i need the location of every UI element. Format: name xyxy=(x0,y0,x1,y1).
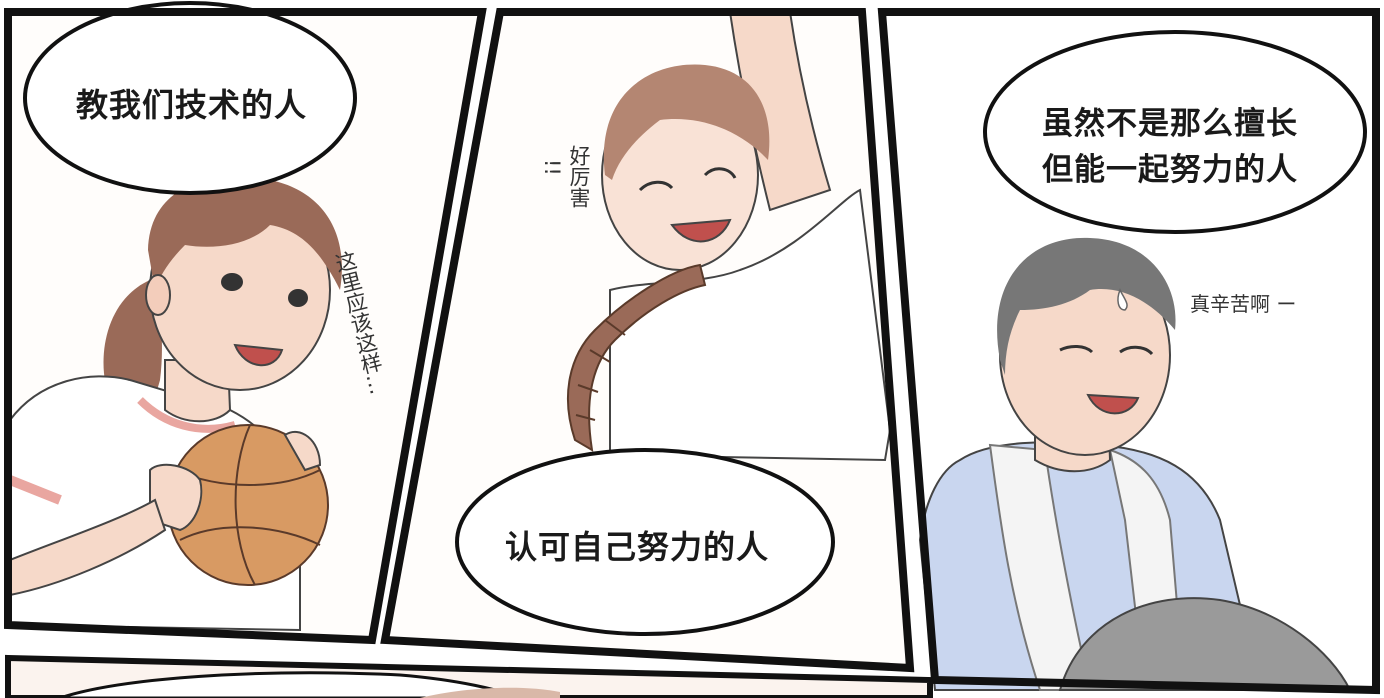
exclaim-marks: !! xyxy=(540,159,564,176)
bubble-text-recognize: 认可自己努力的人 xyxy=(505,528,770,566)
speech-bubble-left xyxy=(23,1,357,195)
panel-left xyxy=(4,1,487,645)
panel-right xyxy=(877,8,1380,695)
exclaim-text-awesome: 好厉害 !! xyxy=(540,145,594,208)
girl-with-braid xyxy=(566,11,892,462)
panel-middle xyxy=(380,8,915,673)
girl-with-towel xyxy=(918,237,1352,691)
basketball xyxy=(167,424,329,586)
girl-with-basketball xyxy=(8,176,342,632)
speech-bubble-right xyxy=(983,30,1367,234)
bubble-text-right-line2: 但能一起努力的人 xyxy=(1042,152,1298,188)
side-text-tired: 真辛苦啊 ー xyxy=(1190,292,1297,316)
speech-bubble-middle xyxy=(455,448,835,636)
bubble-text-teach: 教我们技术的人 xyxy=(76,86,308,124)
exclaim-word: 好厉害 xyxy=(567,145,591,208)
bubble-text-right-line1: 虽然不是那么擅长 xyxy=(1042,106,1298,142)
panel-bottom-partial xyxy=(5,654,933,698)
